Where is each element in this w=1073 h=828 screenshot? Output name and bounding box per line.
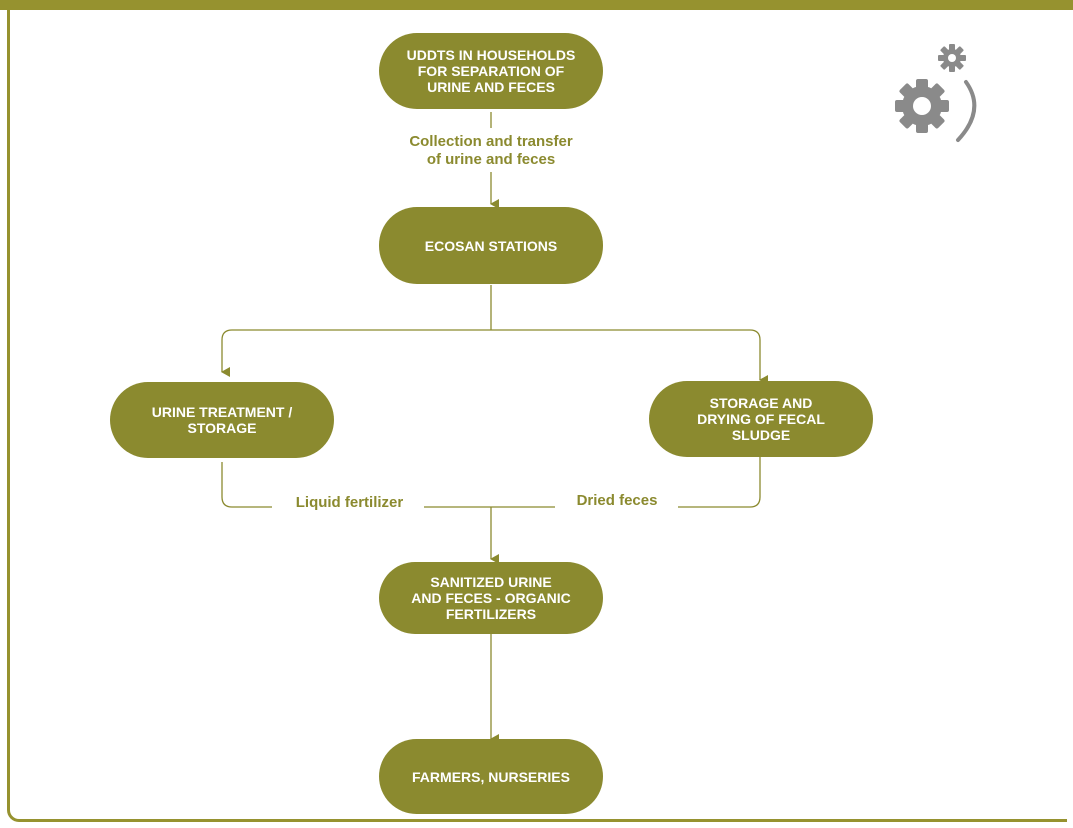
node-storage-drying: STORAGE AND DRYING OF FECAL SLUDGE [649,381,873,457]
node-ecosan-stations: ECOSAN STATIONS [379,207,603,284]
node-uddts-households: UDDTS IN HOUSEHOLDS FOR SEPARATION OF UR… [379,33,603,109]
diagram-frame [7,8,1067,822]
connector-urine-join [221,462,272,508]
node-farmers-nurseries: FARMERS, NURSERIES [379,739,603,814]
connector-fecal-join [678,457,761,508]
label-liquid-fertilizer: Liquid fertilizer [282,494,417,512]
label-collection-transfer: Collection and transfer of urine and fec… [386,133,596,169]
connector-split-left [221,329,491,377]
node-urine-treatment: URINE TREATMENT / STORAGE [110,382,334,458]
connector-split-right [491,329,768,385]
node-sanitized-fertilizers: SANITIZED URINE AND FECES - ORGANIC FERT… [379,562,603,634]
label-dried-feces: Dried feces [562,492,672,510]
gears-icon [895,44,977,142]
top-accent-bar [0,0,1073,10]
